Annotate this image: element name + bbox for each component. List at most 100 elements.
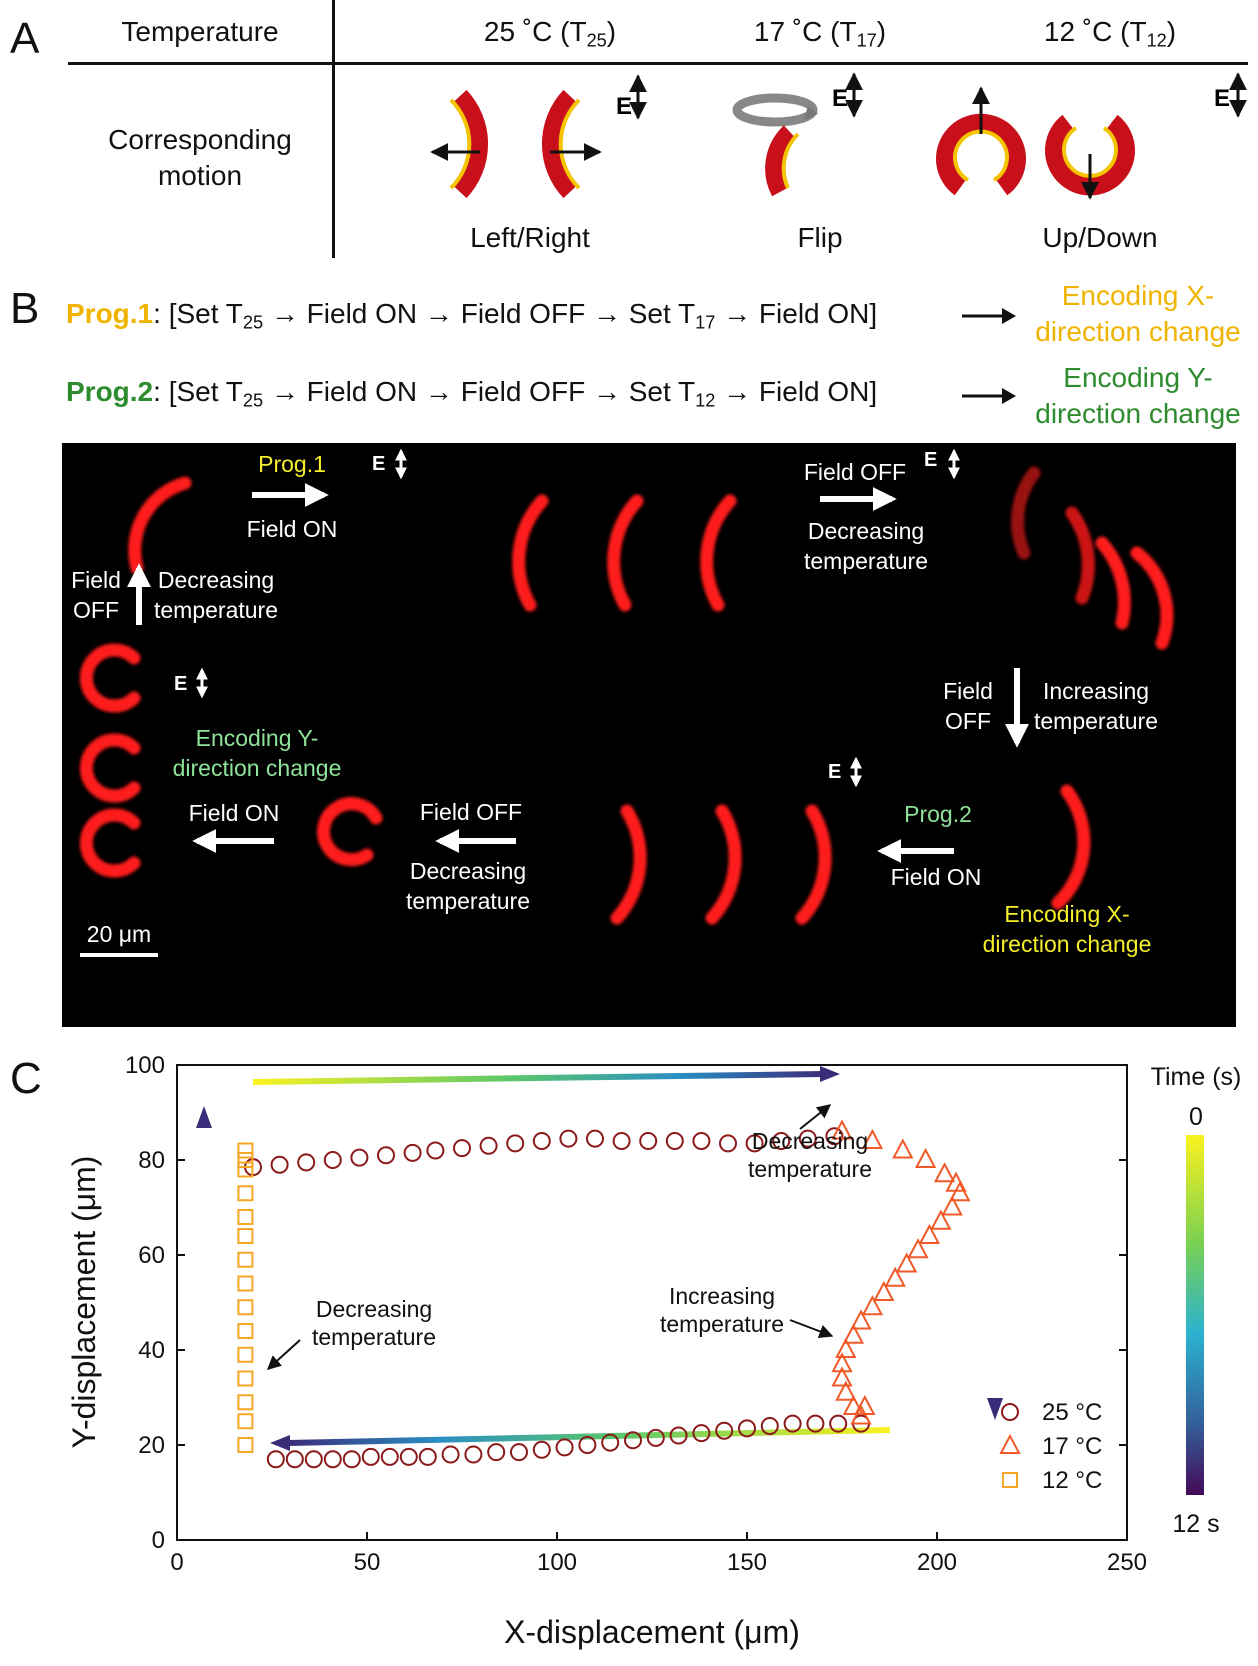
scale-bar-label: 20 μm (86, 921, 152, 947)
data-point-square (237, 1275, 254, 1292)
y-tick-label: 0 (152, 1527, 165, 1554)
annot-increasing-1: Increasing (669, 1283, 775, 1309)
panel-c-letter: C (10, 1054, 42, 1103)
annot-decreasing-bottom-1: Decreasing (316, 1296, 432, 1322)
data-point-circle (601, 1433, 620, 1452)
micro-e-label-3: E (174, 673, 187, 695)
data-point-square (237, 1161, 254, 1178)
data-point-triangle (850, 1309, 872, 1330)
data-point-circle (692, 1424, 711, 1443)
time-trend-arrowhead-right (820, 1066, 840, 1082)
data-point-circle (669, 1426, 688, 1445)
micro-field-on-1: Field ON (246, 516, 338, 542)
data-point-circle (578, 1436, 597, 1454)
prog2-result-arrow (962, 388, 1016, 404)
data-point-triangle (835, 1337, 857, 1358)
x-tick-label: 0 (170, 1549, 183, 1576)
data-point-circle (426, 1141, 445, 1160)
data-point-circle (285, 1450, 304, 1469)
data-point-triangle (933, 1162, 956, 1183)
colorbar-title: Time (s) (1151, 1063, 1242, 1091)
e-field-label-a1: E (616, 93, 632, 120)
data-point-circle (692, 1132, 711, 1150)
prog1-sequence: Prog.1: [Set T25 → Field ON → Field OFF … (66, 298, 878, 333)
data-point-circle (464, 1445, 483, 1464)
data-point-circle (399, 1447, 418, 1466)
left-right-motion-icon (430, 89, 602, 199)
data-point-triangle (914, 1147, 937, 1168)
data-point-circle (639, 1132, 658, 1150)
data-point-triangle (895, 1252, 918, 1273)
data-point-triangle (884, 1266, 906, 1287)
up-down-motion-icon (936, 86, 1135, 200)
annot-increasing-2: temperature (660, 1311, 784, 1337)
y-tick-label: 60 (138, 1242, 165, 1269)
data-point-circle (350, 1148, 369, 1167)
panel-a-letter: A (10, 14, 40, 63)
prog2-sequence: Prog.2: [Set T25 → Field ON → Field OFF … (66, 376, 878, 411)
time-trend-arrowhead-up (196, 1106, 212, 1128)
data-point-circle (586, 1129, 604, 1148)
data-point-square (237, 1228, 254, 1244)
temp-col-12: 12 ˚C (T12) (1043, 16, 1177, 51)
data-point-circle (798, 1129, 817, 1148)
time-trend-arrowhead-left (270, 1435, 290, 1451)
data-point-circle (772, 1132, 791, 1150)
time-colorbar (1186, 1135, 1204, 1495)
data-point-square (237, 1142, 254, 1159)
data-point-triangle (918, 1223, 941, 1244)
prog1-result-arrow (962, 308, 1016, 324)
data-point-circle (646, 1428, 665, 1447)
data-point-triangle (930, 1209, 952, 1230)
data-point-circle (323, 1450, 342, 1469)
colorbar-top-label: 0 (1189, 1103, 1203, 1131)
data-point-circle (487, 1443, 506, 1462)
data-point-circle (342, 1450, 361, 1469)
data-point-circle (453, 1139, 471, 1158)
data-point-triangle (835, 1380, 857, 1401)
data-point-circle (323, 1151, 342, 1169)
data-point-circle (825, 1127, 844, 1146)
x-tick-label: 50 (354, 1549, 381, 1576)
micro-field-off-1: Field OFF (803, 459, 907, 485)
data-point-circle (612, 1132, 631, 1150)
data-point-square (237, 1413, 254, 1430)
y-axis-label: Y-displacement (μm) (66, 1156, 102, 1449)
prog2-result: Encoding Y-direction change (1035, 362, 1241, 429)
data-point-square (237, 1394, 254, 1411)
prog1-result: Encoding X-direction change (1035, 280, 1241, 347)
micro-e-label-4: E (828, 761, 841, 783)
data-point-square (237, 1251, 254, 1268)
data-point-circle (532, 1440, 551, 1459)
data-point-square (237, 1185, 254, 1202)
x-tick-label: 200 (917, 1549, 957, 1576)
x-tick-label: 150 (727, 1549, 767, 1576)
colorbar-bottom-label: 12 s (1172, 1510, 1219, 1538)
data-point-triangle (831, 1119, 853, 1140)
data-point-square (237, 1323, 254, 1339)
data-point-square (237, 1299, 254, 1316)
data-point-square (237, 1437, 254, 1453)
y-tick-label: 100 (125, 1052, 165, 1079)
motion-up-down-label: Up/Down (1042, 222, 1158, 253)
data-point-circle (829, 1414, 848, 1433)
micro-e-label-1: E (372, 453, 385, 475)
data-point-circle (783, 1414, 802, 1433)
data-point-circle (506, 1134, 525, 1153)
micro-field-off-4: Field OFF (419, 799, 523, 825)
micrograph-shapes: E E E E (79, 448, 1174, 957)
micro-prog2-label: Prog.2 (904, 801, 972, 827)
data-point-triangle (831, 1366, 853, 1387)
data-point-triangle (892, 1138, 914, 1159)
plot-frame (176, 1064, 1128, 1541)
temperature-header: Temperature (121, 16, 279, 47)
data-point-circle (715, 1421, 734, 1440)
micro-encoding-x: Encoding X-direction change (982, 901, 1152, 957)
micro-prog1-label: Prog.1 (258, 451, 326, 477)
data-point-circle (441, 1445, 460, 1464)
